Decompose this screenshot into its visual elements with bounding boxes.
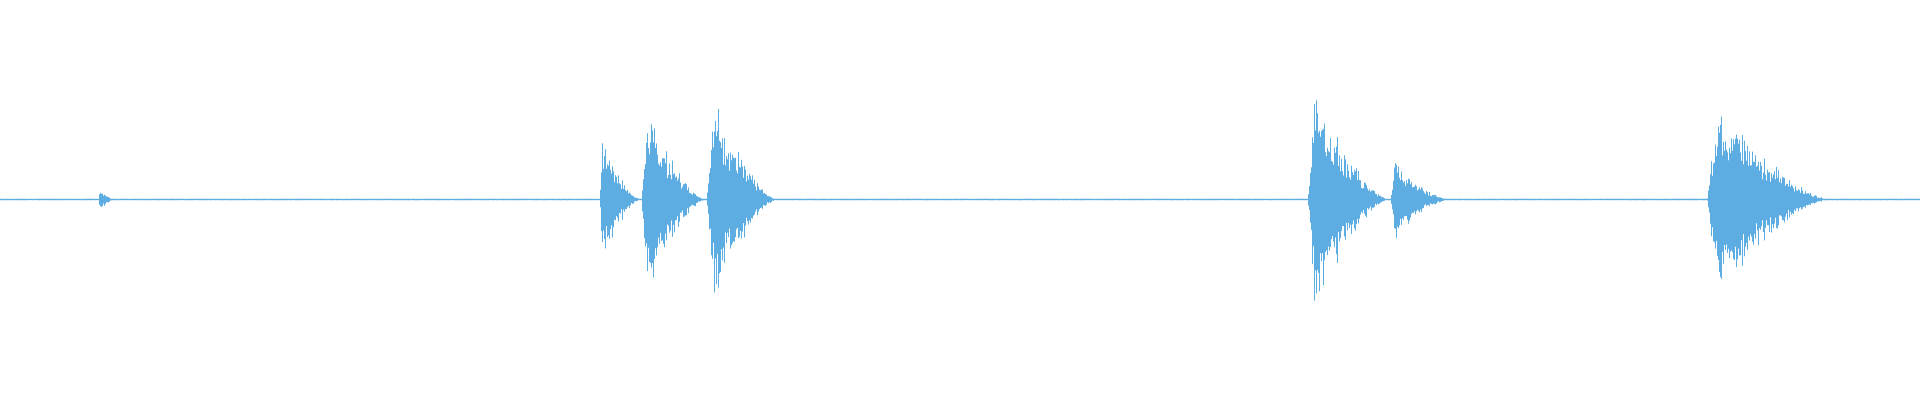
waveform-envelope (0, 100, 1920, 301)
waveform-samples (0, 100, 1920, 301)
